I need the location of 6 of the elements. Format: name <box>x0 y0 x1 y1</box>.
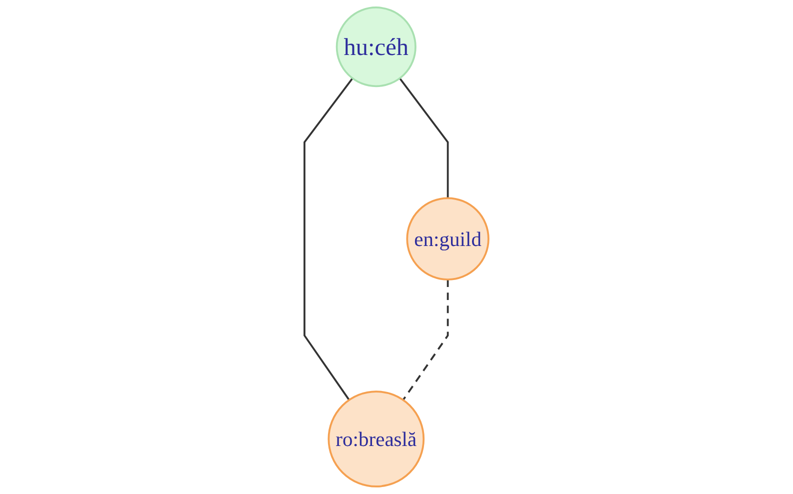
node-circle: ro:breaslă <box>328 390 425 488</box>
connector <box>402 280 449 401</box>
connector <box>399 78 449 198</box>
node-circle: en:guild <box>406 197 490 280</box>
node-circle: hu:céh <box>336 6 416 88</box>
connector <box>304 78 354 401</box>
